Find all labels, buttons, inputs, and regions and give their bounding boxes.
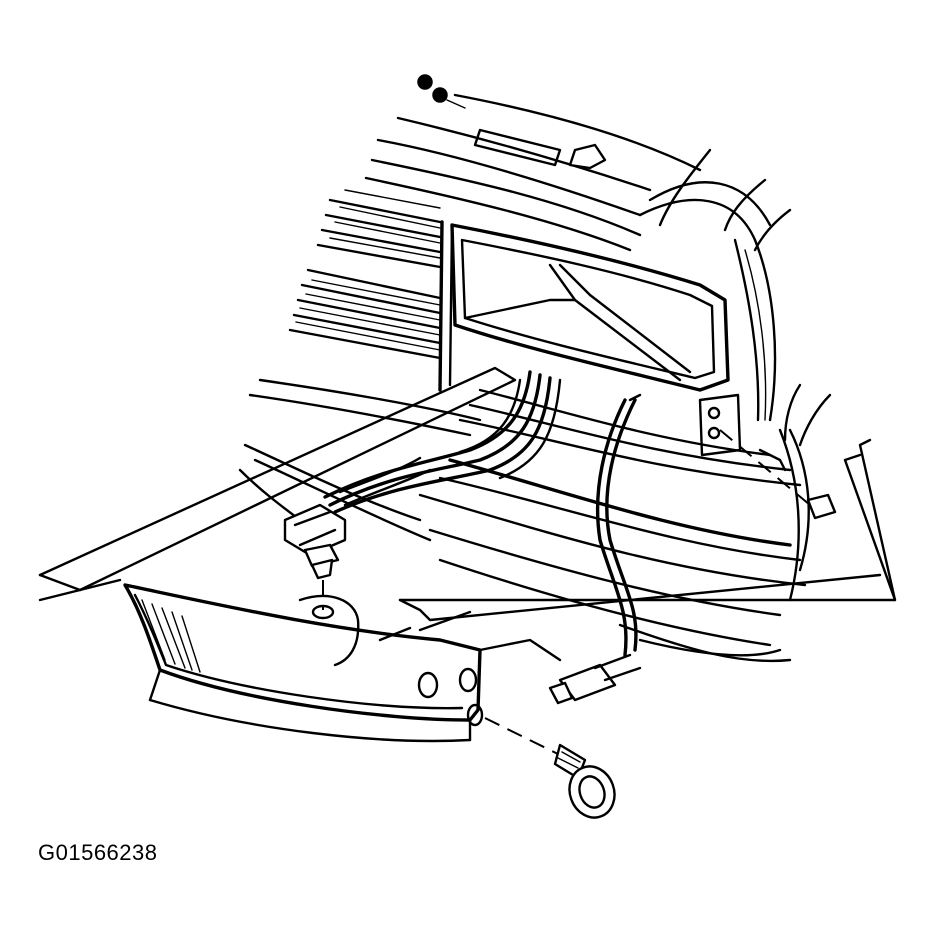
grille	[288, 189, 454, 392]
front-park-turn-lamp-assembly	[123, 583, 562, 743]
headlamp-housing	[418, 223, 832, 663]
wiring-harness	[323, 370, 642, 657]
callout-outline	[38, 366, 897, 642]
bulb-socket	[548, 653, 642, 705]
electrical-connector	[283, 503, 347, 610]
hood-latch	[473, 128, 607, 170]
retaining-nuts	[417, 74, 466, 109]
front-end-body	[364, 93, 792, 422]
lamp-retaining-screw	[484, 717, 616, 819]
side-fastener	[719, 429, 837, 520]
figure-id-label: G01566238	[38, 840, 158, 865]
